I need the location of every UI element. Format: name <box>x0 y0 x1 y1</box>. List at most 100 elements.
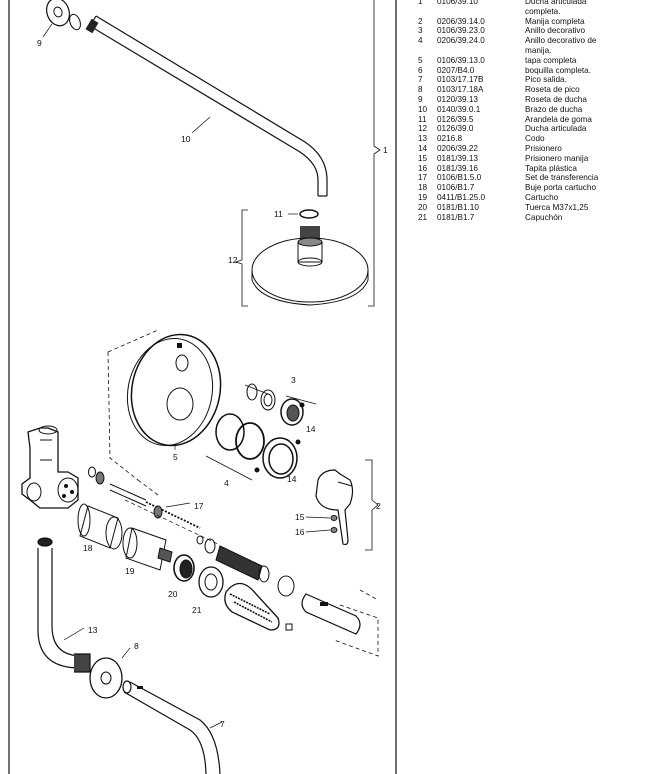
part-description: Brazo de ducha <box>525 104 583 114</box>
part-description: Ducha articulada <box>525 124 587 134</box>
part-number: 2 <box>418 16 423 26</box>
part-number: 7 <box>418 75 423 85</box>
part-description: Manija completa <box>525 16 585 26</box>
parts-list-row: 10 0140/39.0.1 Brazo de ducha <box>418 105 643 115</box>
part-number <box>418 7 437 17</box>
part-20-nut <box>173 554 195 582</box>
bracket-1 <box>368 0 381 307</box>
callout-14a: 14 <box>306 424 316 434</box>
part-description: Arandela de goma <box>525 114 592 124</box>
part-number: 11 <box>418 114 427 124</box>
part-12-shower-head <box>234 209 369 307</box>
part-description: Pico salida. <box>525 75 567 85</box>
part-code: 0106/B1.7 <box>437 183 475 193</box>
part-description: Cartucho <box>525 192 559 202</box>
callout-12: 12 <box>228 255 238 265</box>
part-code: 0126/39.0 <box>437 124 474 134</box>
part-number <box>418 46 437 56</box>
part-description: boquilla completa. <box>525 65 591 75</box>
parts-list-row: 6 0207/B4.0 boquilla completa. <box>418 66 643 76</box>
part-2-handle <box>315 459 379 551</box>
part-code: 0206/39.24.0 <box>437 36 485 46</box>
part-description: Capuchón <box>525 212 563 222</box>
part-number: 5 <box>418 55 423 65</box>
part-7-spout <box>122 680 223 774</box>
part-description: Roseta de ducha <box>525 94 587 104</box>
callout-18: 18 <box>83 543 93 553</box>
part-code: 0103/17.17B <box>437 75 484 85</box>
part-description: tapa completa <box>525 55 577 65</box>
part-8-spout-rosette <box>89 647 131 699</box>
parts-list-row: completa. <box>418 7 643 17</box>
part-code: 0181/39.16 <box>437 163 478 173</box>
callout-14b: 14 <box>287 474 297 484</box>
part-description: Codo <box>525 134 545 144</box>
parts-list-row: 5 0106/39.13.0 tapa completa <box>418 56 643 66</box>
callout-7: 7 <box>220 719 225 729</box>
part-4-handle-ring <box>205 402 305 481</box>
part-number: 8 <box>418 85 423 95</box>
callout-2: 2 <box>376 501 381 511</box>
parts-list-row: 11 0126/39.5 Arandela de goma <box>418 115 643 125</box>
part-code: 0411/B1.25.0 <box>437 192 486 202</box>
part-10-shower-arm <box>85 15 328 197</box>
part-number: 19 <box>418 192 428 202</box>
parts-list-row: 2 0206/39.14.0 Manija completa <box>418 17 643 27</box>
part-description: completa. <box>525 6 561 16</box>
part-number: 13 <box>418 134 428 144</box>
part-code: 0120/39.13 <box>437 94 478 104</box>
part-code <box>437 46 525 56</box>
callout-20: 20 <box>168 589 178 599</box>
part-description: manija. <box>525 45 552 55</box>
part-description: Anillo decorativo de <box>525 36 597 46</box>
part-19-cartridge <box>122 527 173 571</box>
part-11-rubber-washer <box>288 209 319 219</box>
diverter-assembly <box>196 535 361 635</box>
part-code <box>437 7 525 17</box>
part-number: 17 <box>418 173 428 183</box>
part-number: 10 <box>418 104 428 114</box>
part-9-shower-rosette <box>42 0 81 38</box>
part-code: 0181/B1.7 <box>437 212 475 222</box>
part-number: 15 <box>418 153 428 163</box>
part-description: Buje porta cartucho <box>525 183 597 193</box>
part-description: Set de transferencia <box>525 173 599 183</box>
part-code: 0207/B4.0 <box>437 65 475 75</box>
callout-17: 17 <box>194 501 204 511</box>
callout-11: 11 <box>274 209 283 219</box>
part-code: 0140/39.0.1 <box>437 104 481 114</box>
part-code: 0103/17.18A <box>437 85 484 95</box>
part-number: 6 <box>418 65 423 75</box>
callout-15: 15 <box>295 512 305 522</box>
part-3-decorative-ring <box>244 383 317 426</box>
valve-body <box>21 425 79 509</box>
part-21-cap <box>198 566 224 598</box>
parts-list-row: 7 0103/17.17B Pico salida. <box>418 75 643 85</box>
part-code: 0106/39.13.0 <box>437 55 485 65</box>
part-code: 0106/B1.5.0 <box>437 173 482 183</box>
part-5-cover-plate <box>126 333 222 450</box>
part-code: 0126/39.5 <box>437 114 474 124</box>
part-code: 0206/39.14.0 <box>437 16 485 26</box>
dashed-assembly-box <box>107 329 379 657</box>
parts-list-row: manija. <box>418 46 643 56</box>
part-15-16-screws <box>305 515 338 533</box>
part-number: 14 <box>418 143 428 153</box>
part-13-elbow <box>37 537 91 673</box>
callout-9: 9 <box>37 38 42 48</box>
part-description: Prisionero <box>525 143 562 153</box>
callout-8: 8 <box>134 641 139 651</box>
callout-5: 5 <box>173 452 178 462</box>
part-description: Tuerca M37x1,25 <box>525 202 589 212</box>
part-number: 16 <box>418 163 428 173</box>
